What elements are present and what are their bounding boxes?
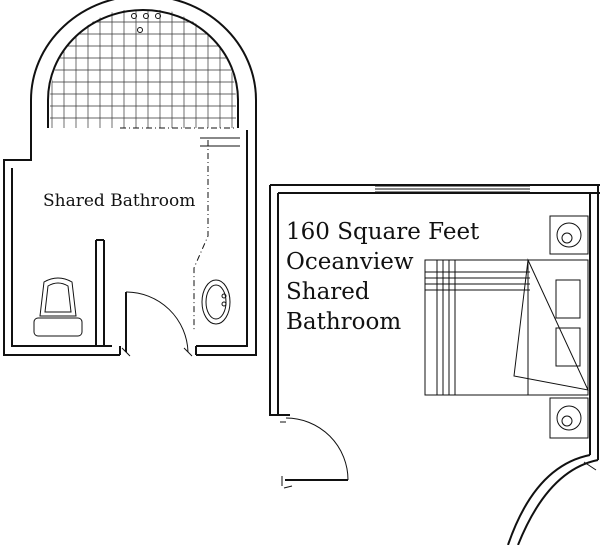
bedroom-left-wall xyxy=(269,185,290,416)
shower-outer-wall xyxy=(30,0,257,128)
toilet-icon xyxy=(33,277,83,337)
room-view-label: Oceanview xyxy=(286,249,414,275)
room-size-label: 160 Square Feet xyxy=(286,219,480,245)
window xyxy=(375,185,530,193)
bathroom-door xyxy=(121,291,193,357)
nightstand-top-icon xyxy=(549,215,589,255)
bedroom-right-wall xyxy=(589,185,599,460)
sink-icon xyxy=(201,279,231,325)
toilet-partition xyxy=(95,239,105,346)
bathroom-right-wall xyxy=(196,128,257,356)
bedroom-plan: 160 Square Feet Oceanview Shared Bathroo… xyxy=(269,184,600,545)
shower-inner-wall xyxy=(47,9,239,128)
curved-wall xyxy=(517,459,599,545)
shower-valve-icon xyxy=(131,13,161,33)
bed-icon xyxy=(424,258,589,396)
bathroom-label: Shared Bathroom xyxy=(43,191,195,211)
bathroom-plan: Shared Bathroom xyxy=(3,0,257,357)
bathroom-outer-wall xyxy=(3,128,120,356)
nightstand-bottom-icon xyxy=(549,397,589,439)
room-type-label: Shared xyxy=(286,279,370,305)
vanity-guideline xyxy=(193,140,209,330)
bedroom-door xyxy=(280,417,349,489)
bedroom-top-wall xyxy=(270,184,600,194)
room-type-label-2: Bathroom xyxy=(286,309,401,335)
shower-tile-grid xyxy=(50,10,236,128)
